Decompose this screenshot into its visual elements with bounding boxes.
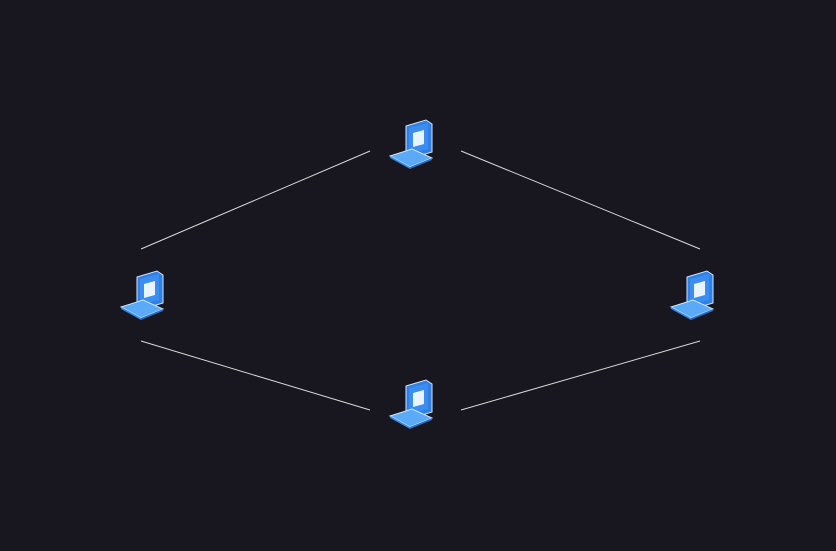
link-right-bottom xyxy=(460,340,701,411)
laptop-icon xyxy=(386,118,436,170)
node-left[interactable] xyxy=(117,269,167,321)
laptop-icon xyxy=(386,378,436,430)
link-top-left xyxy=(140,150,371,250)
link-top-right xyxy=(460,150,701,250)
laptop-icon xyxy=(117,269,167,321)
laptop-icon xyxy=(667,269,717,321)
node-right[interactable] xyxy=(667,269,717,321)
node-top[interactable] xyxy=(386,118,436,170)
link-left-bottom xyxy=(140,340,371,411)
node-bottom[interactable] xyxy=(386,378,436,430)
